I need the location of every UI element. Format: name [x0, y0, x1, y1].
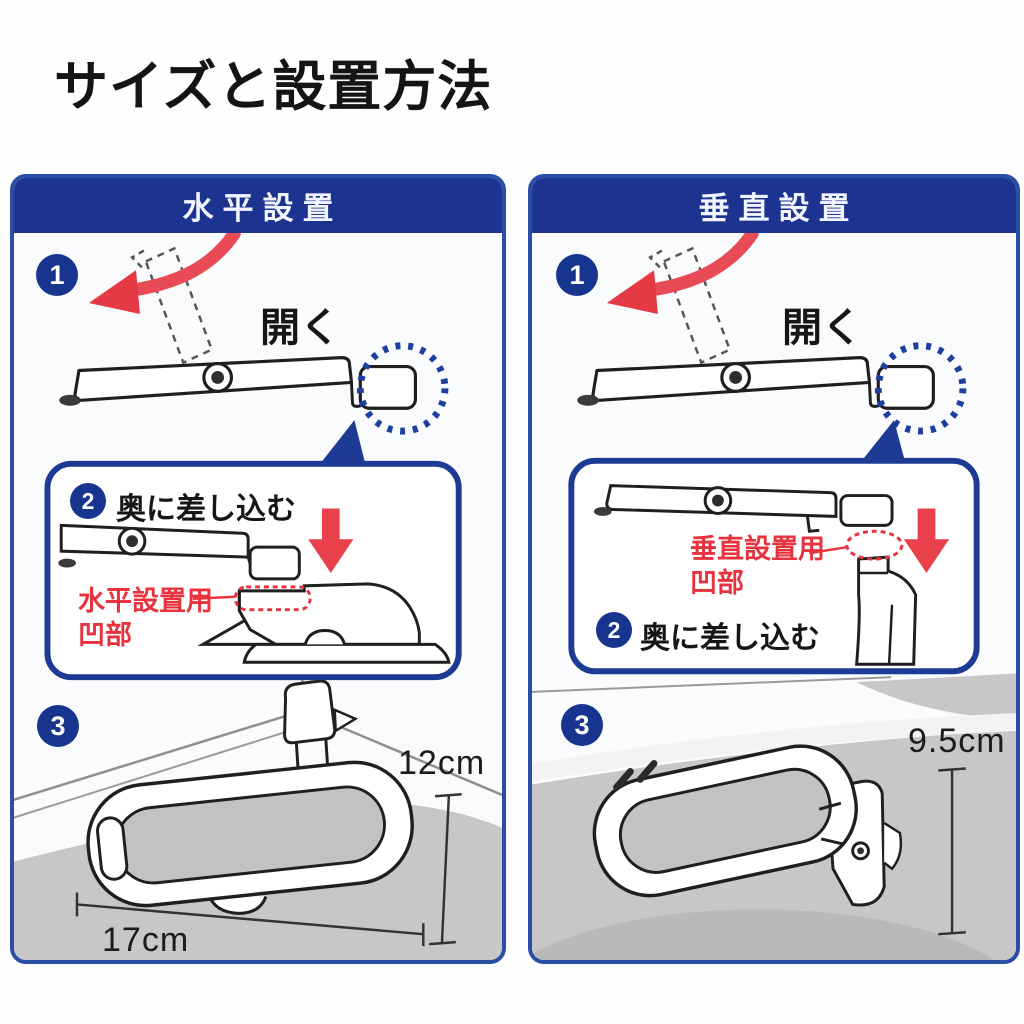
recess-label-line2: 凹部 — [78, 620, 132, 650]
step3-wall-scene — [532, 673, 1016, 960]
recess-dashed-outline — [845, 529, 904, 561]
callout-tail — [858, 420, 906, 465]
open-swing-dashed-arm — [662, 246, 732, 365]
dim-height-line — [938, 767, 966, 936]
open-arrow-head — [606, 270, 658, 314]
step2-arm-diagram — [593, 484, 894, 533]
vertical-panel-illustration — [532, 227, 1016, 960]
step2-callout — [44, 420, 462, 681]
panel-horizontal-installation: 水平設置 1 開く 2 奥に差し込む 水平設置用 凹部 3 12cm 17cm — [10, 174, 506, 964]
panel-header: 水平設置 — [14, 178, 502, 233]
step1-arm-diagram — [59, 227, 449, 435]
step2-callout — [568, 420, 980, 675]
arm-foot — [59, 394, 81, 406]
arm-foot — [577, 394, 599, 406]
open-arrow-icon — [125, 227, 241, 297]
dim-width-label: 17cm — [102, 921, 190, 959]
arm-end-cap — [876, 364, 935, 410]
open-arrow-icon — [643, 227, 759, 297]
step3-number-badge: 3 — [37, 705, 79, 747]
step2-arm-diagram — [58, 523, 301, 581]
step1-number-badge: 1 — [36, 254, 78, 296]
dim-height-label: 12cm — [398, 744, 486, 782]
horizontal-panel-illustration — [14, 227, 502, 960]
recess-label-line1: 水平設置用 — [78, 586, 213, 616]
floor-mound — [532, 909, 994, 960]
page-title: サイズと設置方法 — [54, 57, 493, 117]
recess-label-line1: 垂直設置用 — [690, 534, 825, 564]
step2-number-badge: 2 — [596, 612, 632, 648]
panel-header: 垂直設置 — [532, 178, 1016, 233]
step1-number-badge: 1 — [556, 254, 598, 296]
panel-vertical-installation: 垂直設置 1 開く 垂直設置用 凹部 2 奥に差し込む 3 9.5cm — [528, 174, 1020, 964]
callout-tail — [317, 420, 367, 468]
step2-insert-label: 奥に差し込む — [116, 493, 296, 526]
step3-corner-scene — [14, 677, 502, 960]
step1-open-label: 開く — [782, 306, 862, 350]
open-arrow-head — [88, 270, 140, 314]
holder-ring — [86, 760, 414, 908]
recess-dashed-outline — [233, 585, 312, 612]
recess-leader-line — [809, 545, 847, 555]
open-swing-dashed-arm — [144, 246, 214, 365]
recess-leader-line — [193, 595, 236, 601]
arm-end-cap — [358, 364, 417, 410]
step2-number-badge: 2 — [70, 483, 106, 519]
end-hook-tabs — [613, 760, 658, 791]
dim-height-label: 9.5cm — [908, 722, 1006, 760]
base-mount-diagram — [197, 582, 451, 664]
dim-width-line — [75, 892, 425, 947]
step2-insert-label: 奥に差し込む — [640, 622, 820, 655]
insert-down-arrow-icon — [308, 508, 354, 573]
corner-bracket — [283, 679, 359, 774]
wall-curve-band — [532, 713, 1016, 782]
insert-down-arrow-icon — [903, 508, 950, 573]
recess-label-line2: 凹部 — [690, 568, 744, 598]
step3-number-badge: 3 — [561, 704, 603, 746]
upper-wall-gray — [856, 673, 1016, 720]
step1-open-label: 開く — [260, 306, 340, 350]
step1-arm-diagram — [577, 227, 967, 435]
strap-lines — [818, 801, 844, 846]
vertical-bracket-diagram — [855, 555, 918, 666]
holder-ring — [592, 744, 858, 898]
dim-height-line — [429, 793, 462, 946]
